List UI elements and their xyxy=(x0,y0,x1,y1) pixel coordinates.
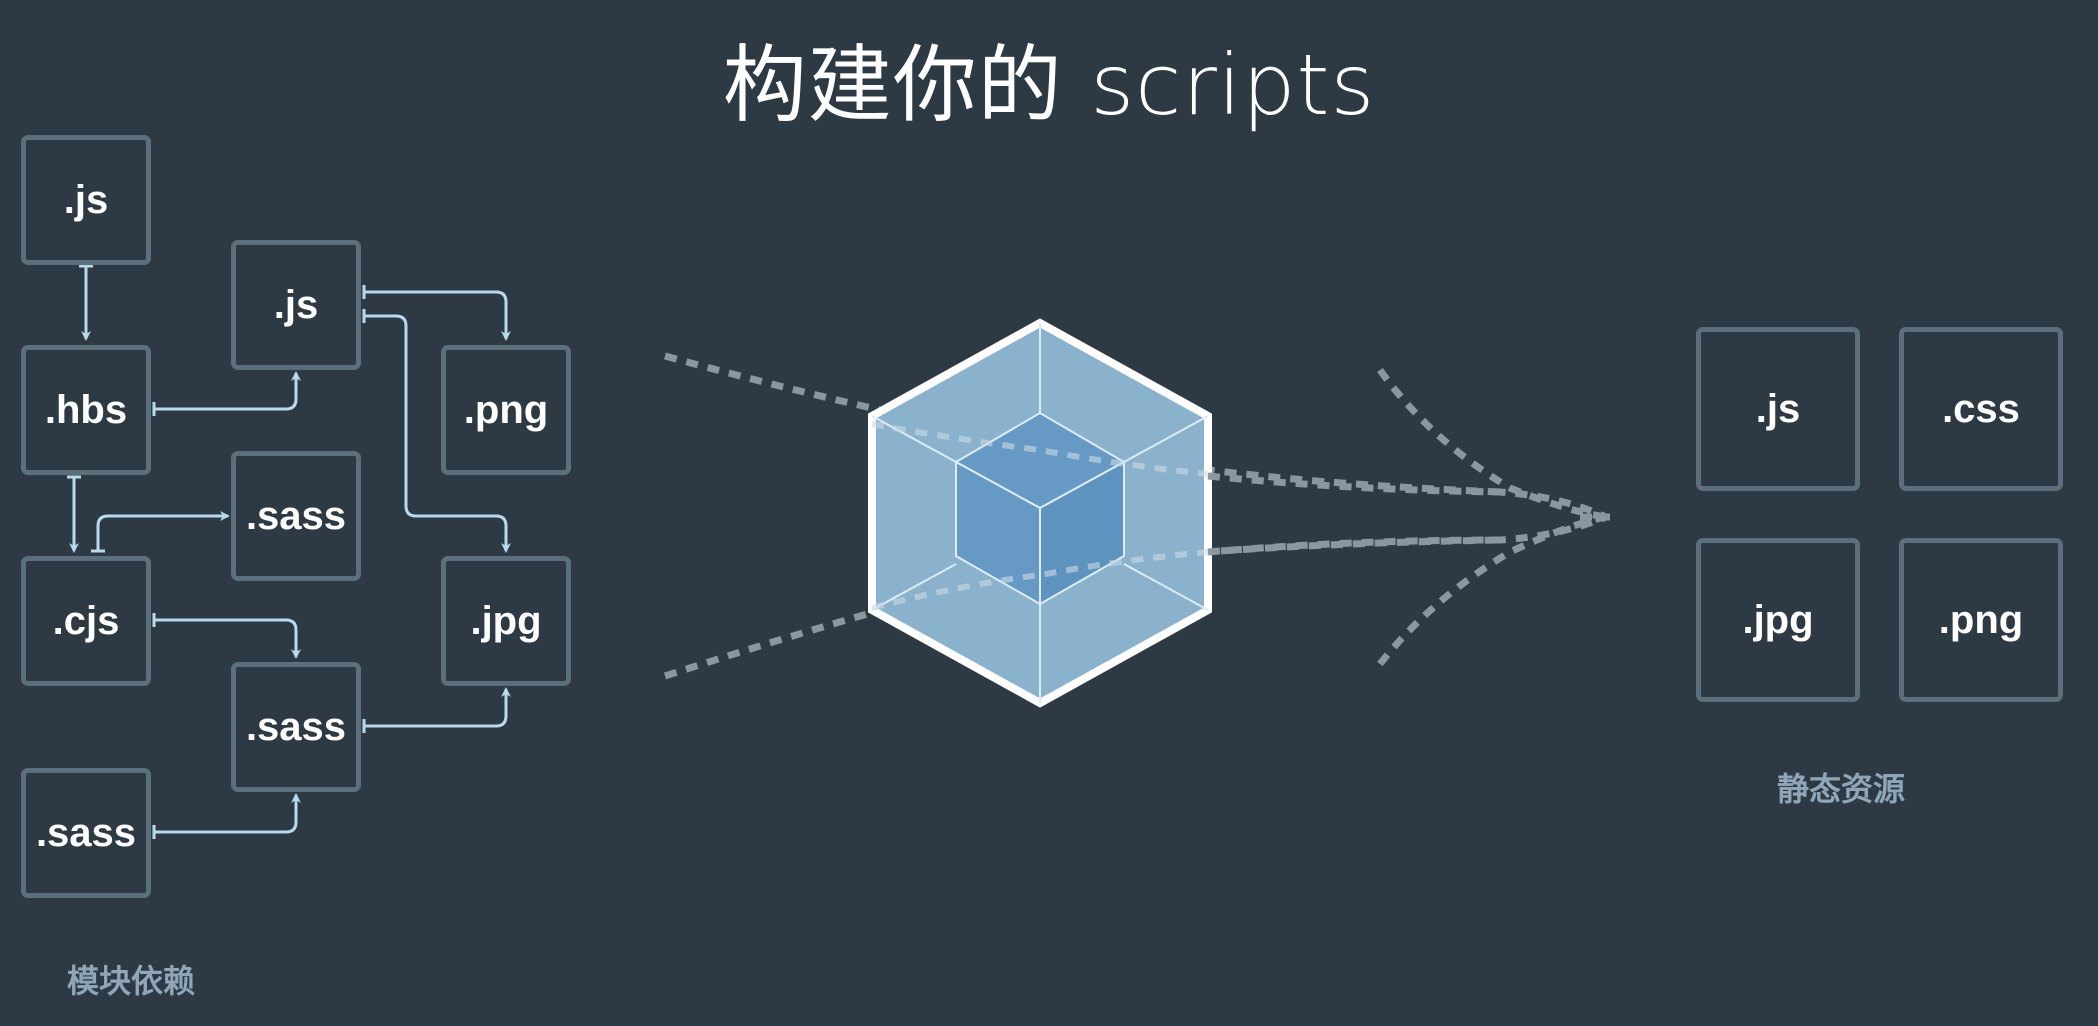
module-sass-b: .sass xyxy=(231,662,361,792)
module-js-top: .js xyxy=(21,135,151,265)
cube-dotted-overlay xyxy=(871,421,1209,611)
arrow-cjs-to-sass-mid xyxy=(154,618,301,659)
arrow-sass-to-jpg xyxy=(364,687,511,728)
modules-caption: 模块依赖 xyxy=(67,962,196,1000)
module-hbs: .hbs xyxy=(21,345,151,475)
module-png: .png xyxy=(441,345,571,475)
module-sass-c: .sass xyxy=(21,768,151,898)
asset-png: .png xyxy=(1899,538,2063,702)
assets-caption: 静态资源 xyxy=(1777,770,1906,808)
arrow-hbs-to-js xyxy=(154,371,301,411)
module-cjs: .cjs xyxy=(21,556,151,686)
arrow-cjs-to-sass xyxy=(96,511,230,551)
module-jpg: .jpg xyxy=(441,556,571,686)
arrow-js-to-jpg xyxy=(364,314,511,553)
module-sass-a: .sass xyxy=(231,451,361,581)
asset-js: .js xyxy=(1696,327,1860,491)
module-js-mid: .js xyxy=(231,240,361,370)
arrow-sass-to-sass xyxy=(154,793,301,834)
asset-css: .css xyxy=(1899,327,2063,491)
diagram-title: 构建你的 scripts xyxy=(722,36,1376,134)
asset-jpg: .jpg xyxy=(1696,538,1860,702)
arrow-js-to-png xyxy=(364,290,511,341)
dependency-arrows xyxy=(67,264,511,839)
webpack-cube-logo xyxy=(868,318,1212,708)
output-dotted-lines xyxy=(1207,367,1610,667)
